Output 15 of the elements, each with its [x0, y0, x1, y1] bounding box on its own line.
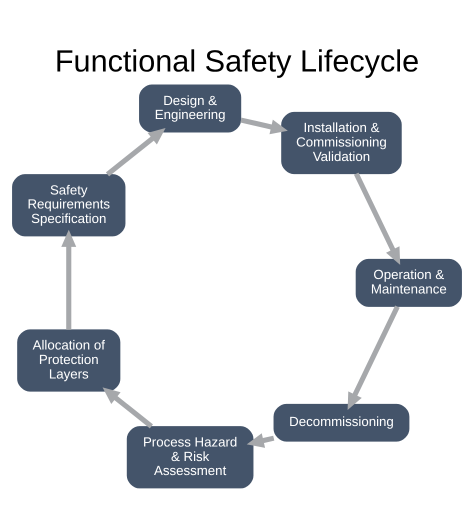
node-box: Process Hazard & Risk Assessment: [126, 426, 254, 488]
arrow: [354, 172, 400, 265]
node-box: Safety Requirements Specification: [12, 174, 126, 236]
arrow: [106, 128, 166, 176]
arrow: [348, 305, 400, 410]
arrow: [240, 118, 288, 134]
arrow: [246, 433, 274, 448]
node-box: Design & Engineering: [139, 84, 242, 132]
node-box: Operation & Maintenance: [356, 258, 462, 307]
node-box: Decommissioning: [274, 404, 410, 442]
arrow: [102, 387, 153, 428]
node-box: Installation & Commissioning Validation: [281, 112, 402, 174]
arrow: [61, 230, 76, 330]
node-box: Allocation of Protection Layers: [17, 329, 120, 392]
diagram-title: Functional Safety Lifecycle: [54, 44, 420, 79]
